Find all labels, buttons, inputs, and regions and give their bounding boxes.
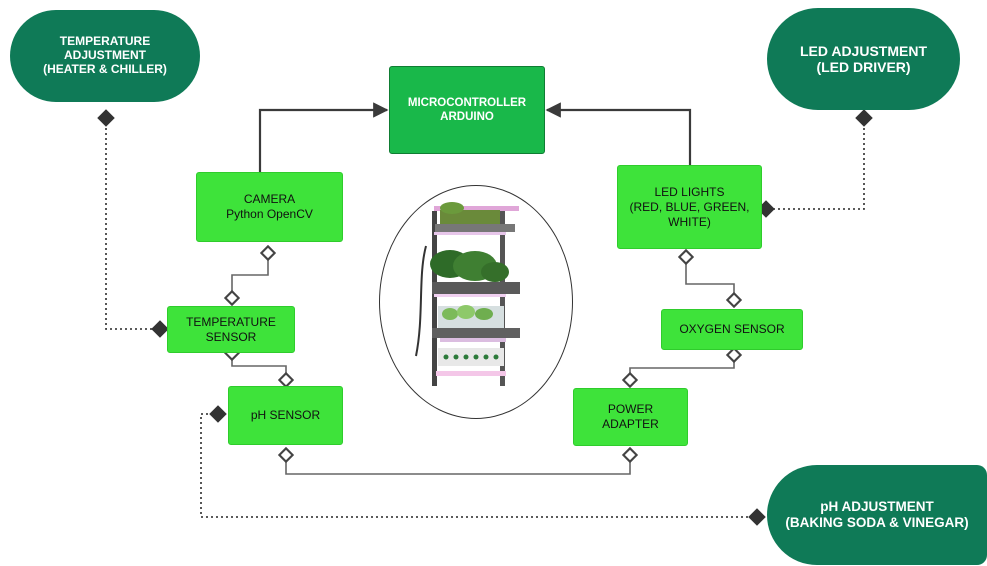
hydroponic-tower-image	[415, 202, 520, 386]
temperature-sensor-line1: TEMPERATURE	[186, 314, 276, 329]
ph-sensor-label: pH SENSOR	[250, 408, 321, 422]
microcontroller-line1: MICROCONTROLLER	[407, 96, 527, 109]
ph-adjustment-line1: pH ADJUSTMENT	[820, 499, 934, 515]
led-adjustment-line2: (LED DRIVER)	[816, 59, 911, 75]
temperature-adjustment-node: TEMPERATURE ADJUSTMENT (HEATER & CHILLER…	[10, 10, 200, 102]
camera-line1: CAMERA	[243, 192, 296, 206]
temperature-adjustment-line1: TEMPERATURE	[59, 34, 151, 49]
led-adjustment-line1: LED ADJUSTMENT	[799, 42, 928, 59]
oxygen-sensor-node: OXYGEN SENSOR	[661, 309, 803, 350]
oxygen-sensor-label: OXYGEN SENSOR	[679, 322, 785, 336]
temperature-adjustment-line2: ADJUSTMENT	[63, 48, 146, 63]
led-lights-line1: LED LIGHTS	[654, 184, 725, 199]
led-lights-line3: WHITE)	[668, 214, 711, 229]
power-adapter-line1: POWER	[607, 402, 654, 416]
system-photo-oval	[379, 185, 573, 419]
ph-adjustment-node: pH ADJUSTMENT (BAKING SODA & VINEGAR)	[767, 465, 987, 565]
microcontroller-node: MICROCONTROLLER ARDUINO	[389, 66, 545, 154]
ph-adjustment-line2: (BAKING SODA & VINEGAR)	[785, 515, 969, 530]
camera-line2: Python OpenCV	[226, 207, 313, 221]
ph-power-link	[286, 455, 630, 475]
led-lights-node: LED LIGHTS(RED, BLUE, GREEN,WHITE)	[617, 165, 762, 249]
temperature-sensor-line2: SENSOR	[205, 329, 257, 344]
camera-to-controller-arrow	[258, 102, 389, 172]
oxygen-led-link	[686, 257, 734, 300]
camera-tempsensor-link	[232, 253, 268, 298]
led-adjustment-node: LED ADJUSTMENT (LED DRIVER)	[767, 8, 960, 110]
power-adapter-line2: ADAPTER	[602, 417, 659, 431]
temp-adjust-link	[97, 109, 169, 338]
led-to-controller-arrow	[545, 102, 692, 165]
power-oxygen-link	[630, 355, 734, 380]
led-adjust-link	[757, 109, 873, 218]
led-lights-line2: (RED, BLUE, GREEN,	[629, 199, 750, 214]
temperature-adjustment-line3: (HEATER & CHILLER)	[43, 61, 167, 76]
ph-sensor-node: pH SENSOR	[228, 386, 343, 445]
microcontroller-line2: ARDUINO	[440, 111, 494, 123]
tempsensor-ph-link	[232, 353, 286, 380]
